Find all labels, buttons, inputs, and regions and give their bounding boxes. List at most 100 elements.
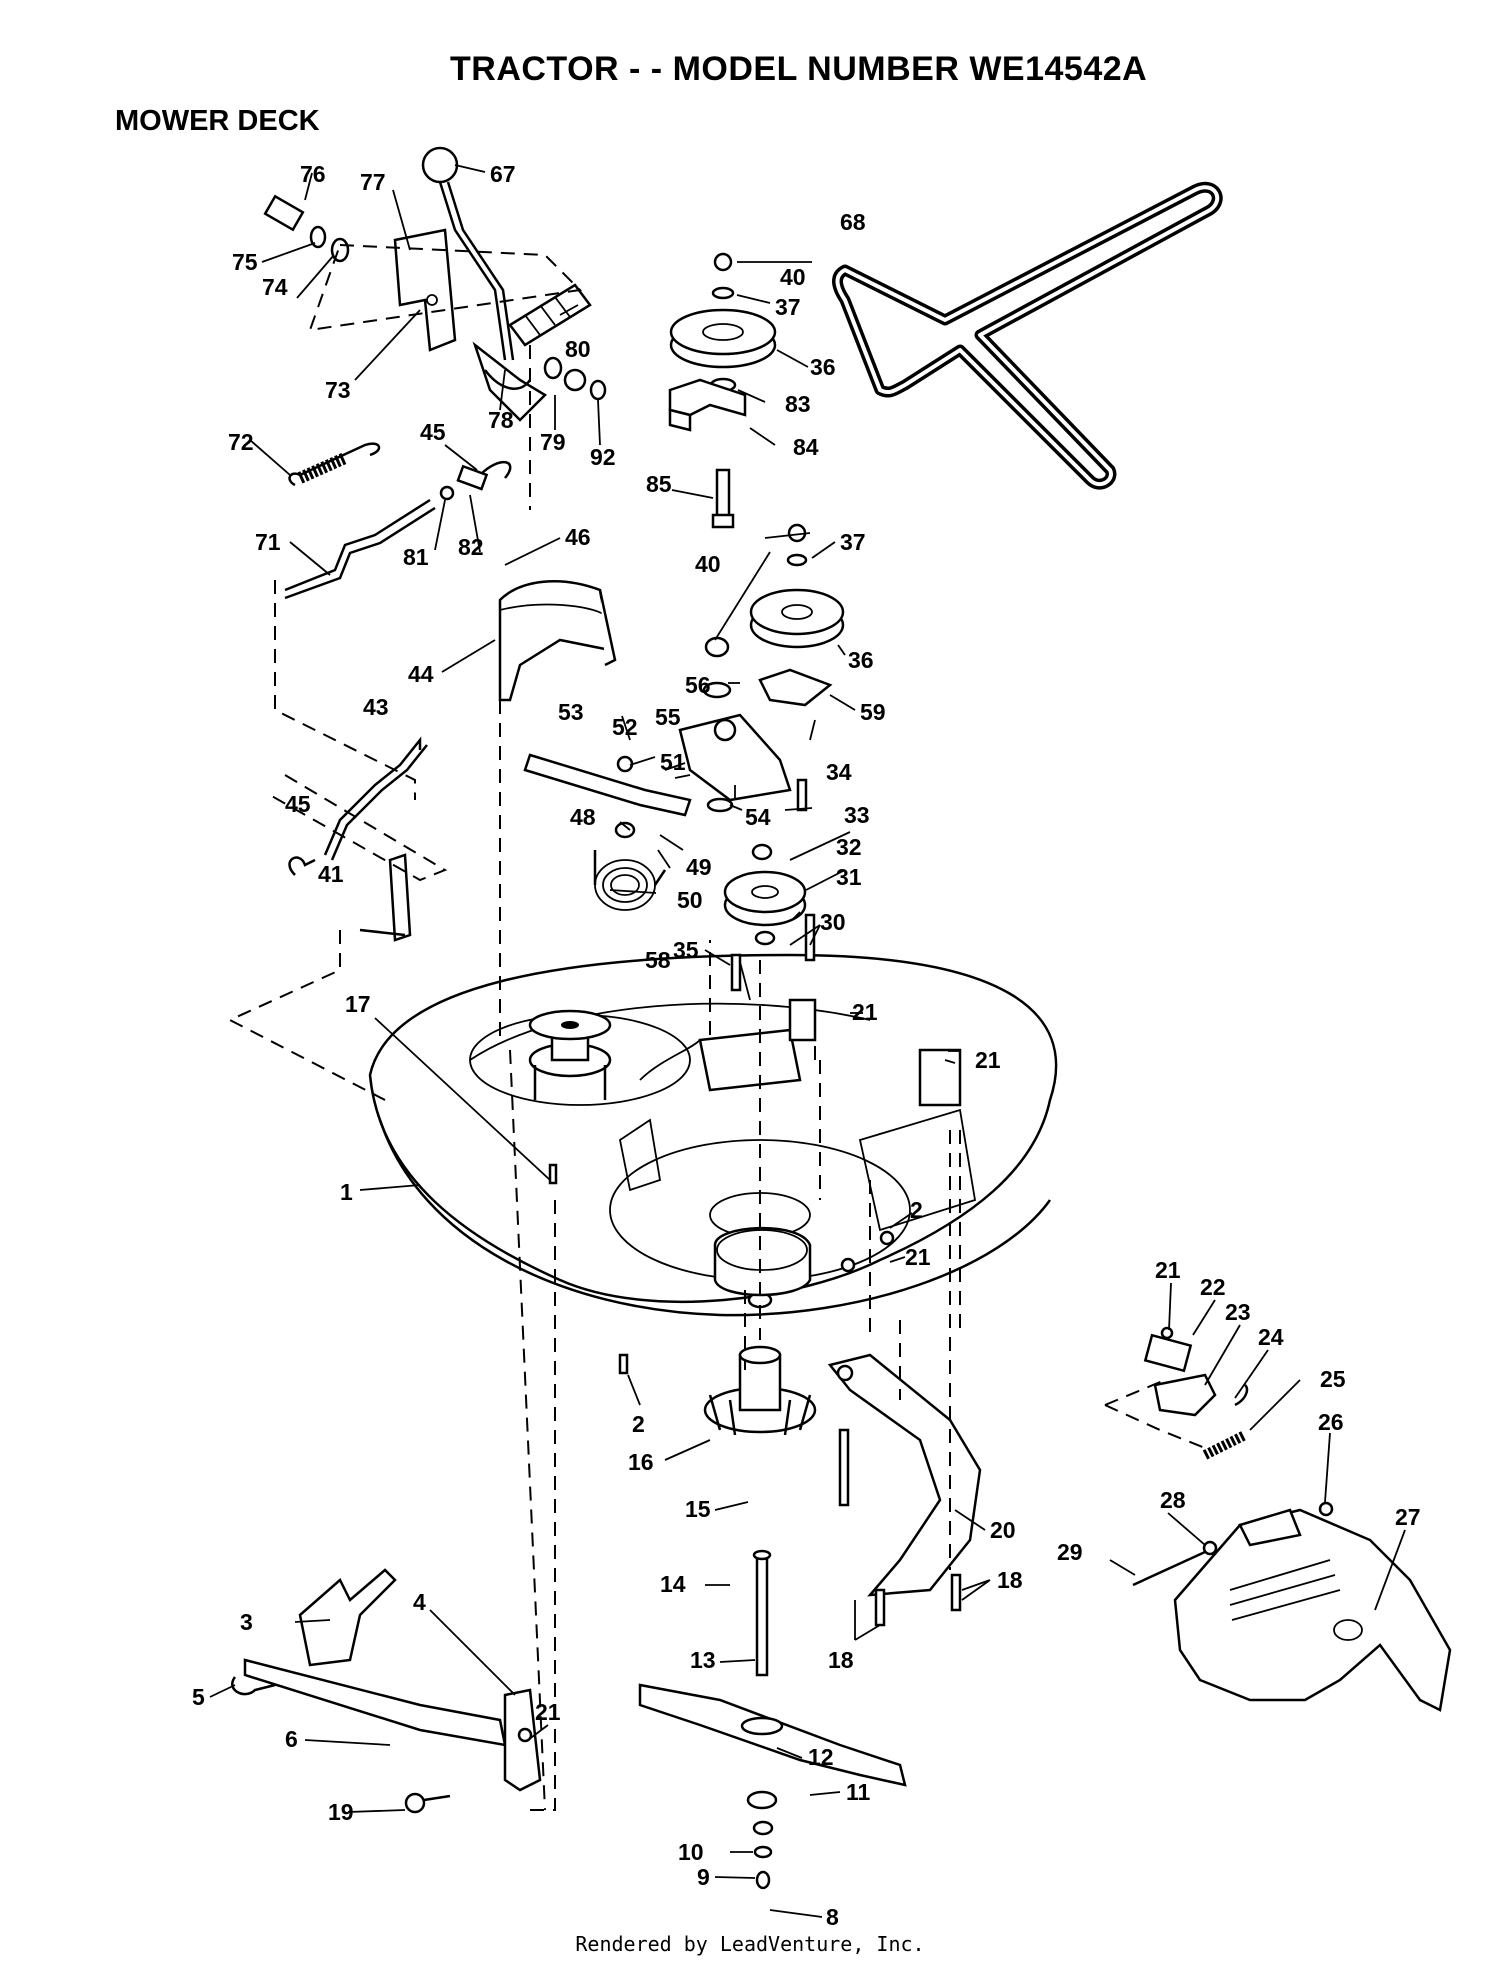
callout-1: 1 bbox=[340, 1179, 353, 1205]
callout-32: 32 bbox=[836, 834, 862, 860]
callout-81: 81 bbox=[403, 544, 429, 570]
callout-20: 20 bbox=[990, 1517, 1016, 1543]
callout-36: 36 bbox=[810, 354, 836, 380]
callout-14: 14 bbox=[660, 1571, 686, 1597]
lift-link-part bbox=[439, 460, 512, 501]
callout-67: 67 bbox=[490, 161, 516, 187]
callout-45: 45 bbox=[285, 791, 311, 817]
callout-48: 48 bbox=[570, 804, 596, 830]
callout-3: 3 bbox=[240, 1609, 253, 1635]
leader-lines bbox=[209, 164, 1406, 1918]
callout-45: 45 bbox=[420, 419, 446, 445]
callout-9: 9 bbox=[697, 1864, 710, 1890]
callout-44: 44 bbox=[408, 661, 434, 687]
callout-2: 2 bbox=[910, 1197, 923, 1223]
pin-part bbox=[231, 1676, 451, 1814]
callout-55: 55 bbox=[655, 704, 681, 730]
callout-8: 8 bbox=[826, 1904, 839, 1930]
section-title: MOWER DECK bbox=[115, 105, 320, 137]
callout-4: 4 bbox=[413, 1589, 426, 1615]
callout-84: 84 bbox=[793, 434, 819, 460]
idler-bracket-part bbox=[678, 713, 792, 813]
page-title: TRACTOR - - MODEL NUMBER WE14542A bbox=[450, 50, 1148, 88]
callout-50: 50 bbox=[677, 887, 703, 913]
stabilizer-bracket-part bbox=[1143, 1326, 1334, 1517]
callout-68: 68 bbox=[840, 209, 866, 235]
callout-33: 33 bbox=[844, 802, 870, 828]
callout-52: 52 bbox=[612, 714, 638, 740]
callout-73: 73 bbox=[325, 377, 351, 403]
callout-37: 37 bbox=[775, 294, 801, 320]
callout-29: 29 bbox=[1057, 1539, 1083, 1565]
callout-58: 58 bbox=[645, 947, 671, 973]
footer-credit: Rendered by LeadVenture, Inc. bbox=[575, 1932, 925, 1956]
callout-40: 40 bbox=[780, 264, 806, 290]
callout-15: 15 bbox=[685, 1496, 711, 1522]
spindle-shaft-part bbox=[746, 1549, 778, 1810]
callout-18: 18 bbox=[828, 1647, 854, 1673]
callout-17: 17 bbox=[345, 991, 371, 1017]
callout-labels: 1 2 2 3 4 5 6 8 9 10 11 12 13 14 15 16 1… bbox=[192, 161, 1421, 1930]
callout-21: 21 bbox=[905, 1244, 931, 1270]
callout-83: 83 bbox=[785, 391, 811, 417]
bolt-column-part bbox=[548, 1163, 962, 1627]
idler-pulley-mid-part bbox=[702, 523, 845, 707]
callout-2: 2 bbox=[632, 1411, 645, 1437]
baffle-part bbox=[827, 1353, 982, 1597]
callout-92: 92 bbox=[590, 444, 616, 470]
callout-78: 78 bbox=[488, 407, 514, 433]
callout-82: 82 bbox=[458, 534, 484, 560]
callout-75: 75 bbox=[232, 249, 258, 275]
callout-54: 54 bbox=[745, 804, 771, 830]
deck-rod-part bbox=[288, 736, 428, 942]
callout-79: 79 bbox=[540, 429, 566, 455]
hanger-bracket-part bbox=[243, 1568, 542, 1792]
callout-80: 80 bbox=[565, 336, 591, 362]
idler-pulley-lower-part bbox=[723, 778, 816, 992]
callout-43: 43 bbox=[363, 694, 389, 720]
callout-5: 5 bbox=[192, 1684, 205, 1710]
callout-21: 21 bbox=[535, 1699, 561, 1725]
lift-rod-part bbox=[284, 498, 436, 600]
callout-30: 30 bbox=[820, 909, 846, 935]
callout-23: 23 bbox=[1225, 1299, 1251, 1325]
callout-46: 46 bbox=[565, 524, 591, 550]
callout-13: 13 bbox=[690, 1647, 716, 1673]
callout-40: 40 bbox=[695, 551, 721, 577]
callout-19: 19 bbox=[328, 1799, 354, 1825]
callout-51: 51 bbox=[660, 749, 686, 775]
blade-spindle-part bbox=[703, 1226, 817, 1436]
belt-guard-part bbox=[498, 580, 617, 702]
callout-53: 53 bbox=[558, 699, 584, 725]
callout-21: 21 bbox=[1155, 1257, 1181, 1283]
deck-pulley-part bbox=[528, 1009, 612, 1100]
torsion-spring-part bbox=[593, 850, 667, 911]
callout-16: 16 bbox=[628, 1449, 654, 1475]
callout-49: 49 bbox=[686, 854, 712, 880]
callout-24: 24 bbox=[1258, 1324, 1284, 1350]
callout-85: 85 bbox=[646, 471, 672, 497]
callout-37: 37 bbox=[840, 529, 866, 555]
callout-56: 56 bbox=[685, 672, 711, 698]
callout-72: 72 bbox=[228, 429, 254, 455]
callout-21: 21 bbox=[975, 1047, 1001, 1073]
blade-part bbox=[638, 1683, 907, 1890]
callout-76: 76 bbox=[300, 161, 326, 187]
callout-18: 18 bbox=[997, 1567, 1023, 1593]
callout-35: 35 bbox=[673, 937, 699, 963]
callout-22: 22 bbox=[1200, 1274, 1226, 1300]
handle-grip-part bbox=[508, 283, 592, 347]
spring-hardware-part bbox=[484, 356, 607, 401]
extension-spring-part bbox=[288, 442, 381, 487]
callout-31: 31 bbox=[836, 864, 862, 890]
idler-pulley-top-part bbox=[668, 252, 777, 529]
callout-10: 10 bbox=[678, 1839, 704, 1865]
callout-28: 28 bbox=[1160, 1487, 1186, 1513]
callout-6: 6 bbox=[285, 1726, 298, 1752]
callout-12: 12 bbox=[808, 1744, 834, 1770]
callout-11: 11 bbox=[846, 1779, 871, 1805]
lever-bracket-part bbox=[393, 228, 548, 422]
callout-21: 21 bbox=[852, 999, 878, 1025]
drive-belt-part bbox=[832, 182, 1223, 490]
bolt-part bbox=[263, 194, 350, 263]
